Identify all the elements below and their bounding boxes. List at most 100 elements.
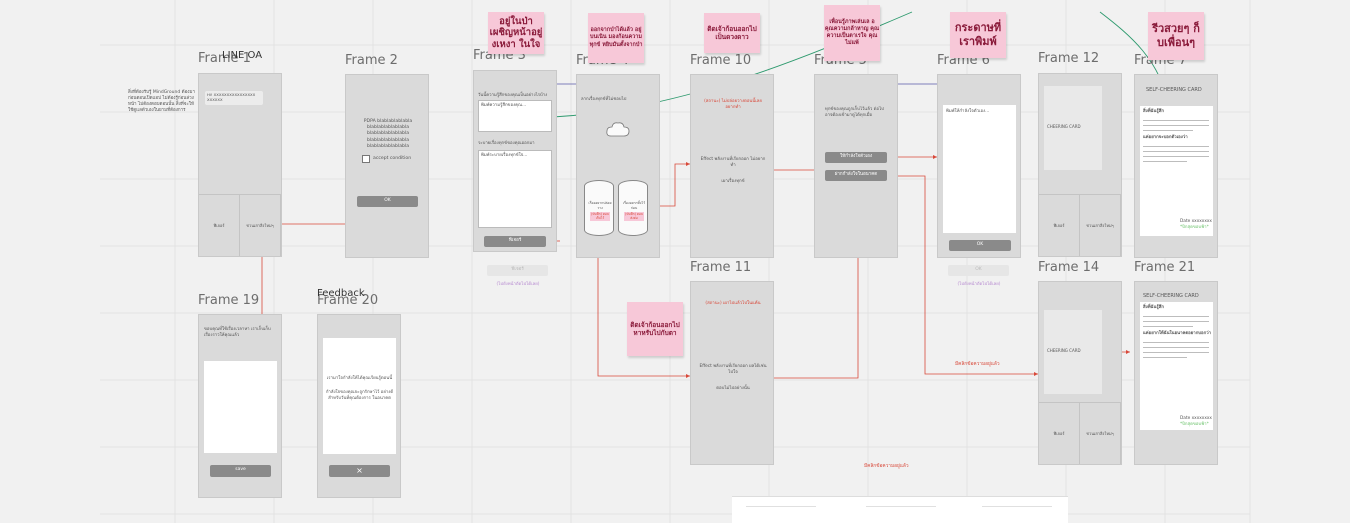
frame-12-label[interactable]: Frame 12 [1038, 51, 1100, 66]
vent-input-placeholder: พิมพ์ระบายเรื่องทุกข์ใจ... [481, 153, 528, 158]
line [1143, 156, 1209, 157]
submit-button[interactable]: ฟีเจอร์ [484, 236, 546, 247]
card-title: SELF-CHEERING CARD [1143, 293, 1199, 299]
question-feeling: วันนี้ความรู้สึกของคุณเป็นอย่างไรบ้าง [478, 93, 548, 98]
frame-2[interactable]: PDPA blablablablabla blablablablablabla … [345, 74, 429, 258]
tab-feature[interactable]: ฟีเจอร์ [199, 194, 240, 256]
card-signature: *ปีกสุดขอบฟ้า* [1180, 422, 1209, 427]
frame-21[interactable]: SELF-CHEERING CARD สิ่งที่ฉันรู้สึก แค่อ… [1134, 281, 1218, 465]
line [982, 506, 1052, 507]
accept-checkbox[interactable] [362, 155, 370, 163]
future-cheering-card: สิ่งที่ฉันรู้สึก แค่อยากให้ฉันในอนาคตอยา… [1140, 302, 1213, 430]
pdpa-text: PDPA blablablablabla blablablablablabla … [363, 119, 413, 149]
self-cheering-card: สิ่งที่ฉันรู้สึก แค่อยากจะบอกตัวเองว่า D… [1140, 106, 1213, 236]
line [1143, 130, 1193, 131]
arrowhead [686, 162, 690, 166]
frame-10[interactable]: (สถานะ) ไม่ปล่อยวางตอนนี้เลย อยากทำ Effe… [690, 74, 774, 258]
card-section-2: แค่อยากจะบอกตัวเองว่า [1143, 135, 1188, 140]
keep-container-label: เรื่องอยากทิ้งไว้ก่อน [622, 201, 646, 210]
bottom-board-section[interactable] [732, 496, 1068, 523]
line [1143, 352, 1209, 353]
close-button[interactable]: × [329, 465, 390, 477]
tab-feature[interactable]: ฟีเจอร์ [1039, 402, 1080, 464]
cheering-card-preview[interactable]: CHEERING CARD [1044, 310, 1102, 394]
save-button[interactable]: save [210, 465, 271, 477]
frame-20-label[interactable]: Frame 20 [317, 293, 379, 308]
sticky-note-6[interactable]: รีวสวยๆ ก็ บเพื่อนๆ [1148, 12, 1204, 60]
frame-1[interactable]: Hi! XXXXXXXXXXXXXXXX XXXXXX ฟีเจอร์ ชวนเ… [198, 73, 282, 257]
frame-10-label[interactable]: Frame 10 [690, 53, 752, 68]
sticky-note-2[interactable]: ออกจากป่าได้แล้ว อยู่บนเนิน มองก้อนความท… [588, 13, 644, 63]
sticky-note-5[interactable]: กระดาษที่ เราพิมพ์ [950, 12, 1006, 58]
release-container[interactable]: เรื่องอยากปล่อยวาง (บันทึก) ตอบ เก็บไว้ [584, 180, 614, 236]
frame-4[interactable]: ลากเรื่องทุกข์ที่ไม่ชอบไป เรื่องอยากปล่อ… [576, 74, 660, 258]
frame-5-text: ทุกข์ของคุณถูกเก็บไว้แล้ว ต่อไปอาจต้องเข… [825, 107, 884, 118]
feeling-input-placeholder: พิมพ์ความรู้สึกของคุณ... [481, 103, 527, 108]
arrowhead [686, 374, 690, 378]
cheering-card-label: CHEERING CARD [1047, 348, 1081, 353]
frame-11[interactable]: (สถานะ) เผาไปแล้วไปในแค้น Effect พลังงาน… [690, 281, 774, 465]
card-date: Date xxxxxxxx [1180, 416, 1212, 421]
cloud-icon[interactable] [605, 120, 631, 140]
line [1143, 347, 1209, 348]
vent-input[interactable]: พิมพ์ระบายเรื่องทุกข์ใจ... [478, 150, 552, 228]
sticky-note-4[interactable]: เพื่อนรู้ภาพเล่นเล อ คุณความกล้าหาญ คุณค… [824, 5, 880, 61]
self-cheer-button[interactable]: ให้กำลังใจตัวเอง [825, 152, 887, 163]
release-container-label: เรื่องอยากปล่อยวาง [588, 201, 612, 210]
drag-instruction: ลากเรื่องทุกข์ที่ไม่ชอบไป [581, 97, 627, 102]
arrowhead [933, 155, 937, 159]
frame-5[interactable]: ทุกข์ของคุณถูกเก็บไว้แล้ว ต่อไปอาจต้องเข… [814, 74, 898, 258]
ok-button[interactable]: OK [357, 196, 418, 207]
frame-11-status: (สถานะ) เผาไปแล้วไปในแค้น [705, 301, 761, 306]
line [1143, 316, 1209, 317]
frame-14-label[interactable]: Frame 14 [1038, 260, 1100, 275]
sticky-note-3[interactable]: ติดเจ้าก้อนออกไป เป็นดวงดาว [704, 13, 760, 53]
feedback-text-2: กำลังใจของคุณจะถูกรักษาไว้ อย่างดี สำหรั… [325, 390, 394, 401]
frame-14[interactable]: CHEERING CARD ฟีเจอร์ ชวนเล่าสิ่งใหม่ๆ [1038, 281, 1122, 465]
card-title: SELF-CHEERING CARD [1146, 87, 1202, 93]
tab-share[interactable]: ชวนเล่าสิ่งใหม่ๆ [240, 194, 281, 256]
line [1143, 326, 1193, 327]
frame-3[interactable]: วันนี้ความรู้สึกของคุณเป็นอย่างไรบ้าง พิ… [473, 70, 557, 252]
frame-20[interactable]: เรามาใจกำลังให้ได้คุณเรียนรู้ตอนนี้ กำลั… [317, 314, 401, 498]
tab-share[interactable]: ชวนเล่าสิ่งใหม่ๆ [1080, 402, 1121, 464]
frame-21-label[interactable]: Frame 21 [1134, 260, 1196, 275]
frame-7[interactable]: SELF-CHEERING CARD สิ่งที่ฉันรู้สึก แค่อ… [1134, 74, 1218, 258]
frame-6-ghost-ok: OK [948, 265, 1009, 276]
line [1143, 161, 1187, 162]
connector-f11-f5 [774, 258, 859, 379]
cheer-input[interactable]: พิมพ์ให้กำลังใจตัวเอง... [943, 105, 1016, 233]
future-cheer-button[interactable]: ฝากกำลังใจในอนาคต [825, 170, 887, 181]
frame-6-ok-button[interactable]: OK [949, 240, 1011, 251]
sticky-note-1[interactable]: อยู่ในป่า เผชิญหน้าอยู่ งเหงา ในใจ [488, 12, 544, 54]
frame-1-label[interactable]: Frame 1 [198, 51, 251, 66]
frame-1-note: สิ่งที่ต้องรับรู้ MindGround ต้องมาก่อนต… [128, 90, 195, 114]
line [1143, 146, 1209, 147]
line [1143, 120, 1209, 121]
ghost-submit-button: ฟีเจอร์ [487, 265, 548, 276]
line [1143, 357, 1187, 358]
frame-19[interactable]: ขอบคุณที่ใช้เรื่องเวลาหา เราเก็บเก็บเรื่… [198, 314, 282, 498]
card-date: Date xxxxxxxx [1180, 219, 1212, 224]
arrowhead [1034, 372, 1038, 376]
frame-10-effect: Effect พลังงานที่เรียกออก ไม่อยากทำ [700, 157, 766, 168]
keep-container[interactable]: เรื่องอยากทิ้งไว้ก่อน (บันทึก) ตอบ ส่งต่… [618, 180, 648, 236]
frame-11-label[interactable]: Frame 11 [690, 260, 752, 275]
tab-feature[interactable]: ฟีเจอร์ [1039, 194, 1080, 256]
frame-19-label[interactable]: Frame 19 [198, 293, 260, 308]
frame-19-text: ขอบคุณที่ใช้เรื่องเวลาหา เราเก็บเก็บเรื่… [204, 327, 271, 338]
card-section-2: แค่อยากให้ฉันในอนาคตอยากบอกว่า [1143, 331, 1212, 336]
frame-1-tabbar: ฟีเจอร์ ชวนเล่าสิ่งใหม่ๆ [199, 194, 281, 256]
keep-container-inner: (บันทึก) ตอบ ส่งต่อ [624, 212, 644, 221]
frame-2-label[interactable]: Frame 2 [345, 53, 398, 68]
frame-12[interactable]: CHEERING CARD ฟีเจอร์ ชวนเล่าสิ่งใหม่ๆ [1038, 73, 1122, 257]
frame-1-overlay-label: LINE OA [222, 50, 263, 61]
cheering-card-preview[interactable]: CHEERING CARD [1044, 86, 1102, 170]
tab-share[interactable]: ชวนเล่าสิ่งใหม่ๆ [1080, 194, 1121, 256]
feeling-input[interactable]: พิมพ์ความรู้สึกของคุณ... [478, 100, 552, 132]
frame-6[interactable]: พิมพ์ให้กำลังใจตัวเอง... OK [937, 74, 1021, 258]
frame-11-effect: Effect พลังงานที่เรียกออก ผลได้เช่นไปใจ [699, 364, 767, 375]
sticky-note-7[interactable]: ติดเจ้าก้อนออกไป หาหรับไปกับตา [627, 302, 683, 356]
frame-10-action: เผาเรื่องทุกข์ [721, 179, 745, 184]
